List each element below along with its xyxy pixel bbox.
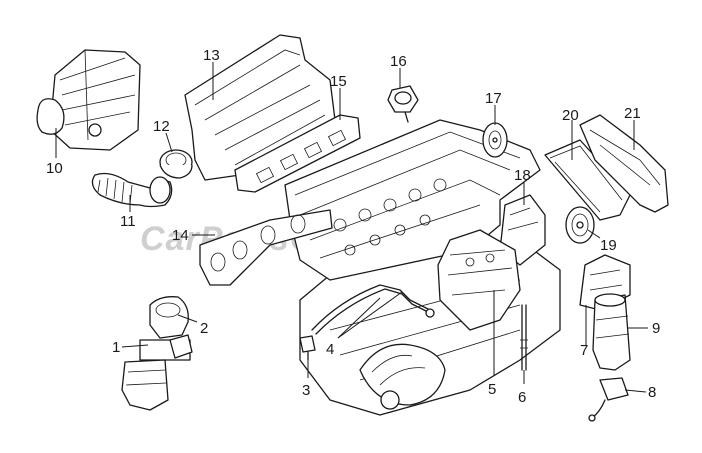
callout-11: 11 (120, 213, 136, 230)
callout-3: 3 (302, 382, 310, 399)
callout-1: 1 (112, 339, 120, 356)
fuel-filter (592, 293, 631, 371)
callout-numbers: 1 2 3 4 5 6 7 8 9 10 11 12 13 14 15 16 1… (46, 47, 660, 406)
callout-19: 19 (600, 237, 617, 254)
crankshaft-pulley (565, 206, 595, 244)
injection-pump (437, 229, 521, 331)
oil-filter-assembly (121, 296, 193, 411)
exhaust-gasket (199, 209, 333, 286)
leader-lines (55, 62, 648, 393)
callout-20: 20 (562, 107, 579, 124)
callout-7: 7 (580, 342, 588, 359)
callout-16: 16 (390, 53, 407, 70)
callout-2: 2 (200, 320, 208, 337)
callout-12: 12 (153, 118, 170, 135)
callout-5: 5 (488, 381, 496, 398)
callout-15: 15 (330, 73, 347, 90)
callout-17: 17 (485, 90, 502, 107)
timing-belt (544, 139, 631, 221)
callout-13: 13 (203, 47, 220, 64)
throttle-boot (159, 149, 193, 179)
fuel-line (311, 284, 435, 335)
air-filter-housing (36, 49, 141, 151)
callout-9: 9 (652, 320, 660, 337)
callout-14: 14 (172, 227, 189, 244)
callout-18: 18 (514, 167, 531, 184)
sensor-plug (299, 335, 316, 361)
callout-8: 8 (648, 384, 656, 401)
water-sensor (588, 377, 629, 422)
callout-10: 10 (46, 160, 63, 177)
camshaft-sprocket (482, 122, 508, 158)
dipstick (520, 304, 528, 371)
callout-4: 4 (326, 341, 334, 358)
thermostat-housing (387, 85, 419, 123)
intake-hose (91, 172, 173, 208)
callout-21: 21 (624, 105, 641, 122)
callout-6: 6 (518, 389, 526, 406)
timing-cover (579, 114, 669, 213)
